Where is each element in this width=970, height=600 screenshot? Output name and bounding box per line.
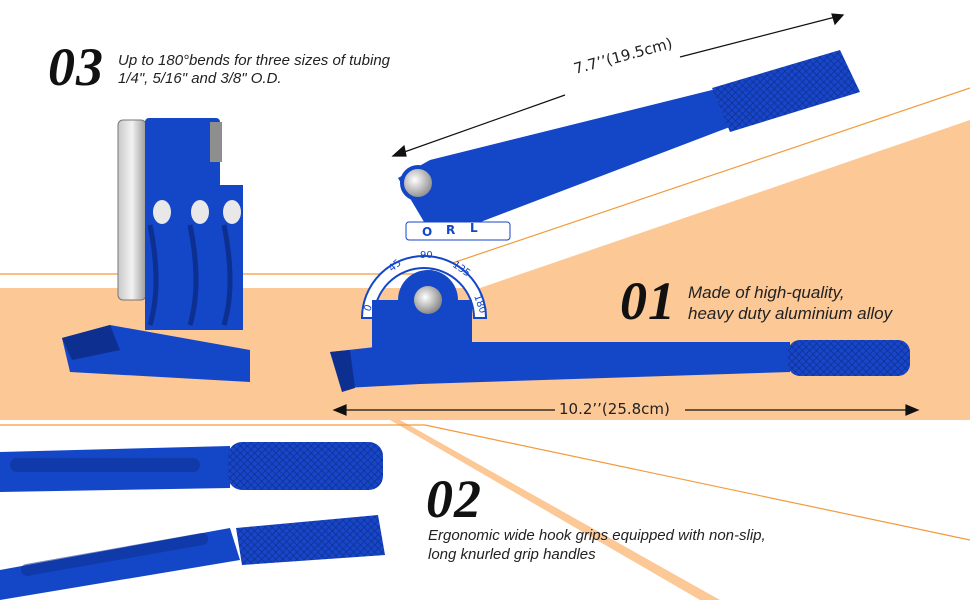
side-letter-o: O	[422, 225, 432, 239]
feature-01-number: 01	[620, 271, 676, 331]
feature-02-line2: long knurled grip handles	[428, 546, 596, 563]
dial-mark-0: 0	[362, 303, 375, 313]
bender-side-view	[62, 118, 250, 382]
side-letters: O R L	[422, 221, 478, 239]
feature-03-line1: Up to 180°bends for three sizes of tubin…	[118, 52, 390, 69]
feature-03-line2: 1/4", 5/16" and 3/8" O.D.	[118, 70, 282, 87]
accent-line-diagonal	[419, 87, 970, 275]
feature-03-number: 03	[48, 37, 104, 97]
side-letter-r: R	[446, 223, 455, 237]
dial-mark-90: 90	[420, 250, 433, 261]
feature-02-number: 02	[426, 469, 482, 529]
accent-line-lower-diagonal	[424, 424, 970, 541]
handle-closeup-top	[0, 442, 383, 492]
feature-01-text: Made of high-quality, heavy duty alumini…	[688, 282, 892, 324]
dimension-arrow-upper	[391, 13, 845, 157]
feature-03-text: Up to 180°bends for three sizes of tubin…	[118, 52, 390, 88]
feature-01-line2: heavy duty aluminium alloy	[688, 304, 893, 323]
background-white-wedge	[400, 420, 970, 600]
handle-closeup-bottom	[0, 515, 385, 600]
bender-main-view	[330, 50, 910, 392]
dimension-arrow-lower	[332, 404, 920, 416]
feature-02-text: Ergonomic wide hook grips equipped with …	[428, 526, 766, 564]
feature-02-line1: Ergonomic wide hook grips equipped with …	[428, 527, 766, 544]
feature-01-line1: Made of high-quality,	[688, 283, 845, 302]
lower-handle-length-label: 10.2’’(25.8cm)	[559, 400, 670, 418]
side-letter-l: L	[470, 221, 478, 235]
